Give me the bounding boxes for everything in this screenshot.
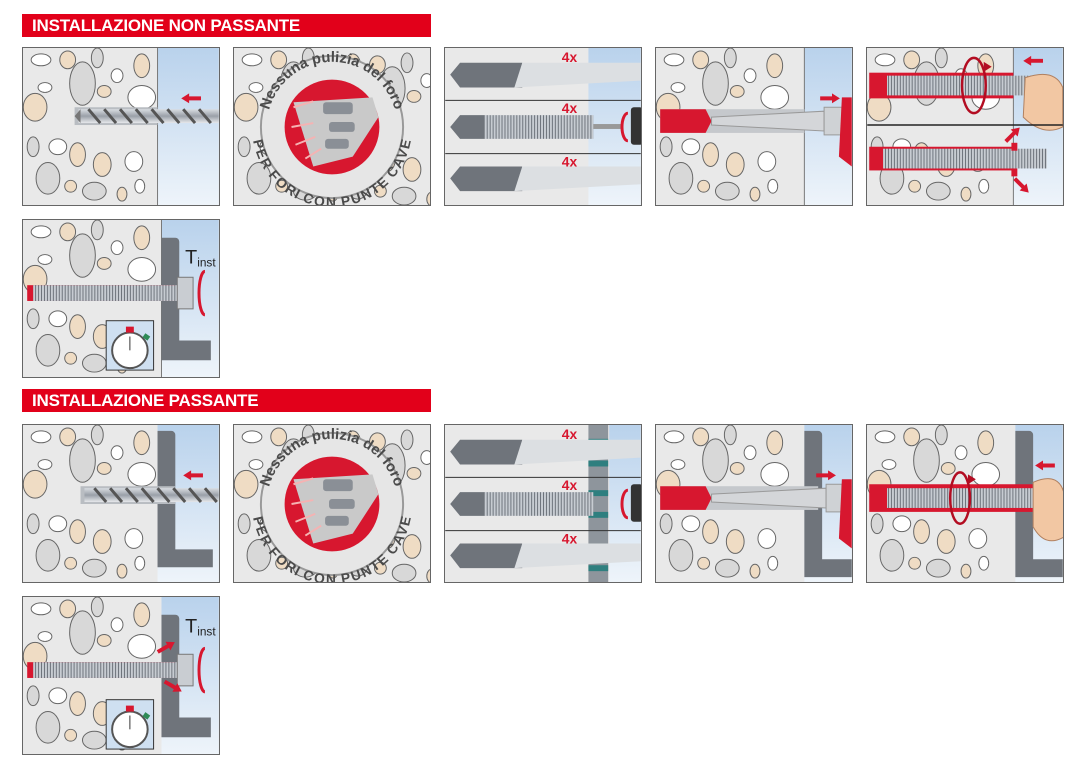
step-insert-rod [866,424,1064,583]
step-no-cleaning: Nessuna pulizia del foro PER FORI CON PU… [233,47,431,206]
drill-through-fixture-icon [23,425,219,582]
torque-subscript: inst [197,625,216,639]
drill-hole-icon [23,48,219,205]
no-cleaning-badge-icon: Nessuna pulizia del foro PER FORI CON PU… [234,48,430,205]
repeat-label: 4x [562,477,578,493]
insert-rod-icon [867,425,1063,582]
step-inject-mortar [655,47,853,206]
inject-mortar-icon [656,425,852,582]
torque-label: T [185,616,197,638]
tighten-torque-icon: Tinst [23,220,219,377]
torque-label: T [185,246,197,268]
insert-rod-icon [867,48,1063,205]
clean-hole-icon: 4x 4x 4x [445,425,641,582]
step-insert-rod [866,47,1064,206]
step-clean-hole: 4x 4x 4x [444,47,642,206]
step-drill-hole [22,47,220,206]
torque-subscript: inst [197,255,216,269]
no-cleaning-badge-icon: Nessuna pulizia del foro PER FORI CON PU… [234,425,430,582]
repeat-label: 4x [562,426,578,442]
stopwatch-icon [105,699,155,750]
repeat-label: 4x [562,153,578,169]
step-no-cleaning: Nessuna pulizia del foro PER FORI CON PU… [233,424,431,583]
inject-mortar-icon [656,48,852,205]
step-drill-through [22,424,220,583]
step-clean-hole: 4x 4x 4x [444,424,642,583]
svg-text:Tinst: Tinst [185,246,216,269]
section-header-non-passante: INSTALLAZIONE NON PASSANTE [22,14,431,37]
repeat-label: 4x [562,530,578,546]
repeat-label: 4x [562,100,578,116]
repeat-label: 4x [562,49,578,65]
stopwatch-icon [105,320,155,371]
clean-hole-icon: 4x 4x 4x [445,48,641,205]
tighten-torque-icon: Tinst [23,597,219,754]
step-tighten-torque: Tinst [22,596,220,755]
step-inject-mortar [655,424,853,583]
step-tighten-torque: Tinst [22,219,220,378]
svg-text:Tinst: Tinst [185,616,216,639]
section-header-passante: INSTALLAZIONE PASSANTE [22,389,431,412]
